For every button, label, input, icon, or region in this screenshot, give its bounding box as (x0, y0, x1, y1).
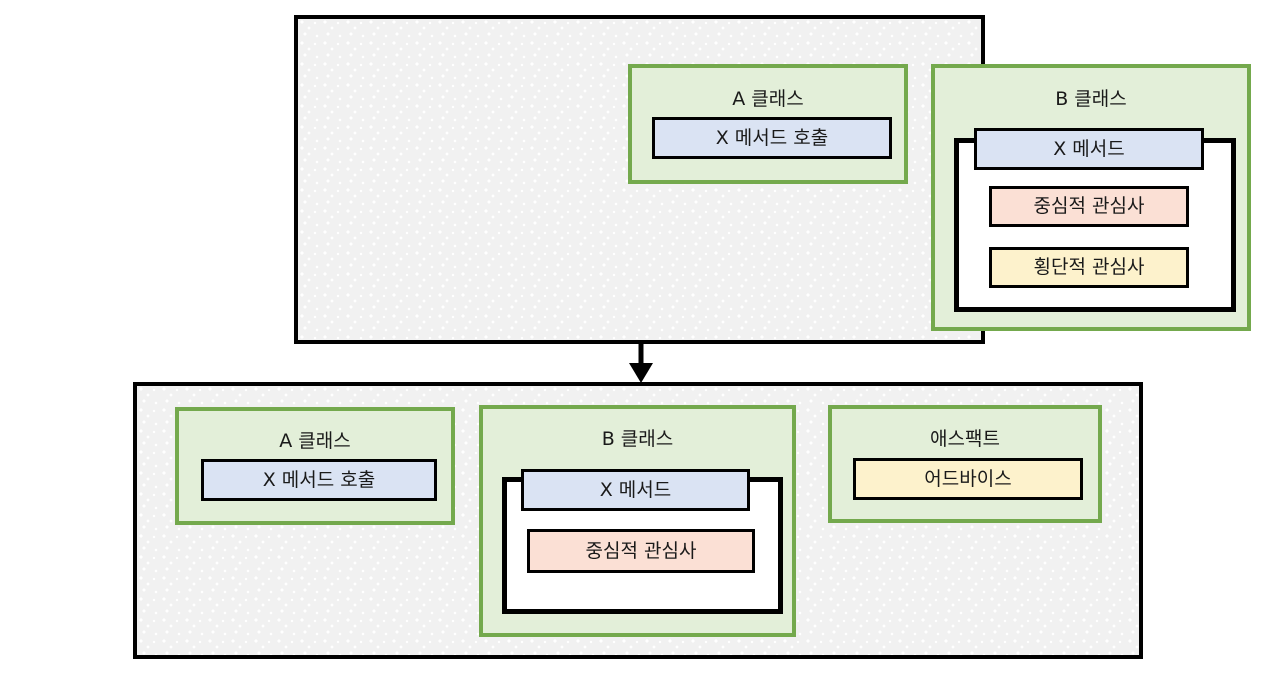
member-method-x-b-before: X 메서드 (974, 128, 1204, 170)
class-box-a-before: A 클래스 X 메서드 호출 (628, 64, 908, 184)
class-box-aspect: 애스팩트 어드바이스 (828, 405, 1102, 523)
class-title-a-before: A 클래스 (732, 88, 804, 110)
member-advice-aspect: 어드바이스 (853, 458, 1083, 500)
class-box-b-after: B 클래스 X 메서드 중심적 관심사 (479, 405, 796, 637)
class-box-b-before: B 클래스 X 메서드 중심적 관심사 횡단적 관심사 (931, 64, 1251, 331)
member-cross-concern-b-before: 횡단적 관심사 (989, 247, 1189, 288)
member-core-concern-b-before: 중심적 관심사 (989, 186, 1189, 227)
member-method-x-b-after: X 메서드 (521, 469, 750, 511)
down-arrow-icon (629, 343, 653, 383)
panel-before-weaving: A 클래스 X 메서드 호출 B 클래스 X 메서드 중심적 관심사 횡단적 관… (294, 15, 1251, 344)
member-core-concern-b-after: 중심적 관심사 (527, 529, 755, 573)
class-title-aspect: 애스팩트 (930, 428, 1000, 450)
member-method-call-a-before: X 메서드 호출 (652, 117, 892, 159)
class-title-b-before: B 클래스 (1055, 88, 1127, 110)
member-method-call-a-after: X 메서드 호출 (201, 459, 437, 501)
class-title-b-after: B 클래스 (601, 428, 674, 450)
class-box-a-after: A 클래스 X 메서드 호출 (175, 407, 455, 525)
class-title-a-after: A 클래스 (279, 430, 351, 452)
